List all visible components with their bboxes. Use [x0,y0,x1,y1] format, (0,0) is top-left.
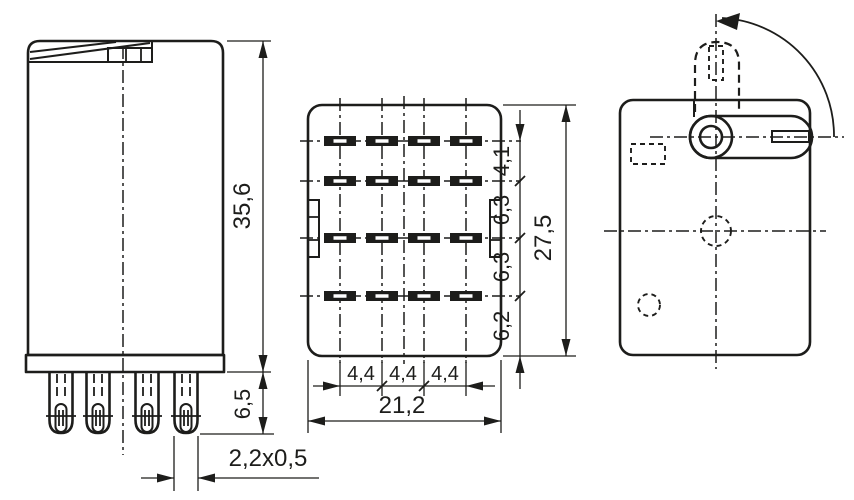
front-base-band [24,353,226,374]
relay-pin [171,372,201,435]
dim-overall-height: 27,5 [530,105,571,356]
dim-col-pitch-chain: 4,4 4,4 4,4 [313,360,495,396]
pin-slot [324,136,356,146]
dim-row-pitch-3: 6,3 [489,252,514,283]
hidden-hole-center [700,215,732,247]
pin-slot [324,291,356,301]
dim-col-pitch-2: 4,4 [389,363,417,385]
front-view: 35,6 6,5 2,2x0,5 [24,39,319,491]
dim-overall-width: 21,2 [307,360,502,433]
bottom-view: 4,1 6,3 6,3 6,2 27,5 4,4 4,4 4,4 [300,96,576,433]
side-body-outline [618,98,812,357]
bottom-side-tabs [307,199,502,258]
clip-pivot-hole [698,124,724,150]
pin-slot [366,136,398,146]
front-pins [46,372,201,435]
pin-slot [366,176,398,186]
dim-height: 35,6 [227,40,271,373]
dim-pin-length: 6,5 [200,372,274,435]
front-top-latch-detail [28,41,153,63]
dim-overall-width-label: 21,2 [379,392,426,419]
pin-slot [450,176,482,186]
relay-pin [132,372,162,435]
pin-slot [324,176,356,186]
pin-slot [408,136,440,146]
dim-row-pitch-1: 4,1 [489,146,514,177]
dim-col-pitch-1: 4,4 [347,363,375,385]
dim-height-label: 35,6 [229,183,256,230]
dim-overall-height-label: 27,5 [530,215,557,262]
bottom-pin-slots [324,136,482,301]
relay-pin [46,372,76,435]
clip-rotation-arc [716,13,835,138]
hidden-slot-rect [630,143,666,165]
retaining-clip-up-dashed [693,40,741,112]
side-view [604,13,844,369]
pin-slot [450,136,482,146]
pin-slot [450,291,482,301]
rotation-arrow-icon [716,13,740,30]
relay-pin [83,372,113,435]
rotation-arc [721,17,835,138]
dim-row-pitch-chain: 4,1 6,3 6,3 6,2 [489,104,576,389]
pin-slot [408,176,440,186]
clip-pivot-boss [688,114,734,160]
hidden-hole-lower [637,293,661,317]
pin-slot [324,233,356,243]
dim-col-pitch-3: 4,4 [431,363,459,385]
dim-pin-cross-section: 2,2x0,5 [141,436,319,491]
pin-slot [408,291,440,301]
retaining-clip-down [688,101,814,160]
pin-slot [408,233,440,243]
dim-pin-cross-label: 2,2x0,5 [229,445,308,472]
dim-row-pitch-2: 6,3 [489,195,514,226]
front-body-outline [26,39,225,357]
clip-handle-slot [771,130,810,143]
dim-row-pitch-4: 6,2 [489,311,514,342]
pin-slot [366,291,398,301]
pin-slot [366,233,398,243]
pin-slot [450,233,482,243]
dim-pin-length-label: 6,5 [230,389,255,420]
